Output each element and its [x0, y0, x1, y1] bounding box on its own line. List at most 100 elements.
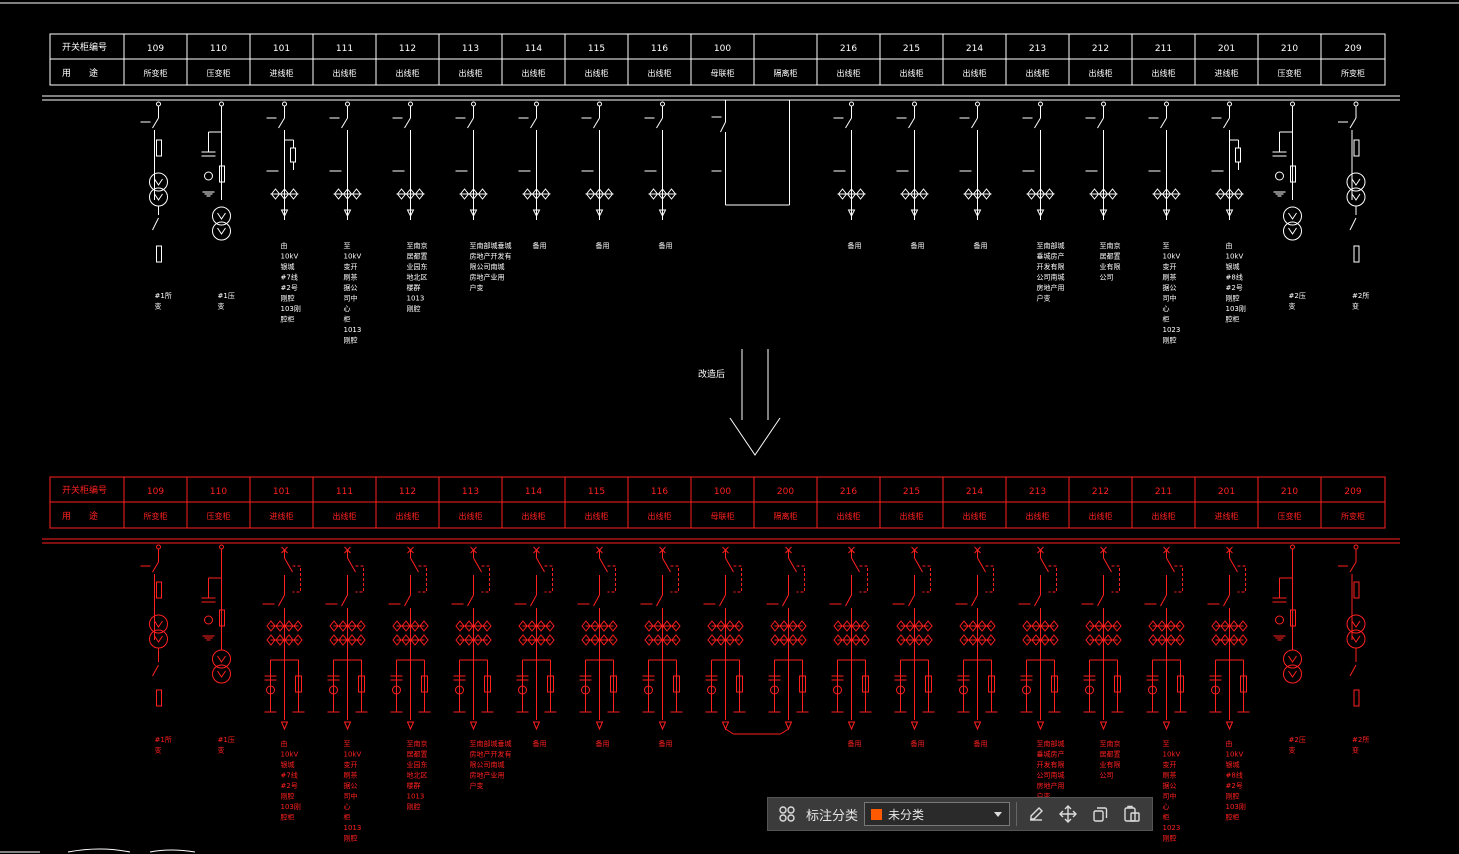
after-feeder-desc: #1压变: [218, 736, 235, 755]
after-switch-use: 所变柜: [1341, 511, 1365, 521]
current-transformer: [662, 620, 672, 632]
current-transformer: [536, 634, 546, 646]
current-transformer: [788, 620, 798, 632]
indicator-lamp: [204, 171, 213, 181]
fuse: [862, 675, 869, 693]
current-transformer: [779, 620, 789, 632]
current-transformer: [464, 620, 474, 632]
current-transformer: [1166, 634, 1176, 646]
after-feeder-desc: #2所变: [1352, 735, 1369, 755]
cable-terminal: [658, 721, 667, 731]
transformer-symbol: [154, 193, 163, 201]
current-transformer: [666, 188, 677, 200]
fuse: [421, 675, 428, 693]
after-switch-no: 213: [1029, 487, 1046, 497]
switch: [1349, 664, 1357, 677]
current-transformer: [1044, 188, 1055, 200]
breaker: [845, 594, 852, 607]
interlock-dashed: [481, 565, 490, 593]
current-transformer: [1049, 634, 1059, 646]
interlock-dashed: [859, 565, 868, 593]
current-transformer: [846, 188, 857, 200]
interlock-dashed: [796, 565, 805, 593]
current-transformer: [968, 634, 978, 646]
switch: [347, 557, 356, 573]
after-switch-use: 出线柜: [522, 511, 546, 521]
move-icon[interactable]: [1055, 801, 1081, 827]
fuse: [1353, 139, 1360, 157]
breaker: [971, 594, 978, 607]
bus-connection: [219, 544, 224, 550]
breaker: [971, 117, 978, 129]
after-switch-no: 116: [651, 487, 668, 497]
before-switch-no: 201: [1218, 44, 1235, 54]
grid-icon[interactable]: [774, 801, 800, 827]
interlock-dashed: [544, 565, 553, 593]
switch: [1349, 217, 1357, 231]
before-feeder-desc: 至南部城垂城房地产开发有限公司南城房地产业用户变: [470, 241, 512, 292]
before-feeder-desc: 备用: [974, 241, 988, 250]
after-switch-use: 出线柜: [459, 511, 483, 521]
bus-connection: [1101, 101, 1106, 107]
interlock-dashed: [922, 565, 931, 593]
current-transformer: [338, 634, 348, 646]
current-transformer: [585, 188, 596, 200]
current-transformer: [900, 188, 911, 200]
after-switch-use: 出线柜: [837, 511, 861, 521]
indicator-lamp: [392, 685, 401, 695]
indicator-lamp: [1148, 685, 1157, 695]
indicator-lamp: [266, 685, 275, 695]
current-transformer: [1085, 634, 1095, 646]
bus-connection: [345, 101, 350, 107]
breaker: [467, 594, 474, 607]
after-feeder-desc: 至南京居都置业有限公司: [1100, 739, 1121, 780]
after-switch-no: 112: [399, 487, 416, 497]
current-transformer: [1220, 620, 1230, 632]
current-transformer: [914, 634, 924, 646]
current-transformer: [1112, 620, 1122, 632]
copy-icon[interactable]: [1087, 801, 1113, 827]
current-transformer: [1089, 188, 1100, 200]
bus-connection: [534, 101, 539, 107]
paste-icon[interactable]: [1119, 801, 1145, 827]
current-transformer: [1094, 620, 1104, 632]
annotation-category-select[interactable]: 未分类: [864, 802, 1011, 826]
after-feeder-desc: 至南部城垂城房地产开发有限公司南城房地产业用户变: [470, 739, 512, 790]
fuse: [219, 165, 225, 183]
breaker: [341, 117, 348, 129]
cable-terminal: [1036, 209, 1045, 218]
current-transformer: [522, 188, 533, 200]
current-transformer: [644, 620, 654, 632]
current-transformer: [1107, 188, 1118, 200]
edit-icon[interactable]: [1023, 801, 1049, 827]
before-feeder-desc: 备用: [659, 241, 673, 250]
after-switch-use: 压变柜: [207, 511, 231, 521]
current-transformer: [986, 620, 996, 632]
cable-terminal: [469, 721, 478, 731]
cable-terminal: [280, 721, 289, 731]
current-transformer: [1085, 620, 1095, 632]
switch: [1229, 557, 1238, 573]
after-header-use: 用 途: [62, 510, 98, 522]
before-switch-no: 101: [273, 44, 290, 54]
transformer-winding: [149, 172, 168, 192]
breaker: [530, 594, 537, 607]
transformer-symbol: [1288, 212, 1297, 220]
cable-terminal: [1036, 721, 1045, 731]
before-feeder-desc: #1压变: [218, 292, 235, 311]
current-transformer: [590, 634, 600, 646]
after-switch-no: 212: [1092, 487, 1109, 497]
current-transformer: [275, 620, 285, 632]
switch: [152, 561, 159, 573]
before-switch-use: 出线柜: [1152, 68, 1176, 78]
current-transformer: [468, 188, 479, 200]
indicator-lamp: [455, 685, 464, 695]
current-transformer: [342, 188, 353, 200]
fuse: [1353, 245, 1360, 263]
breaker: [908, 117, 915, 129]
switch: [152, 117, 159, 129]
switch: [914, 557, 923, 573]
bus-connection: [597, 101, 602, 107]
